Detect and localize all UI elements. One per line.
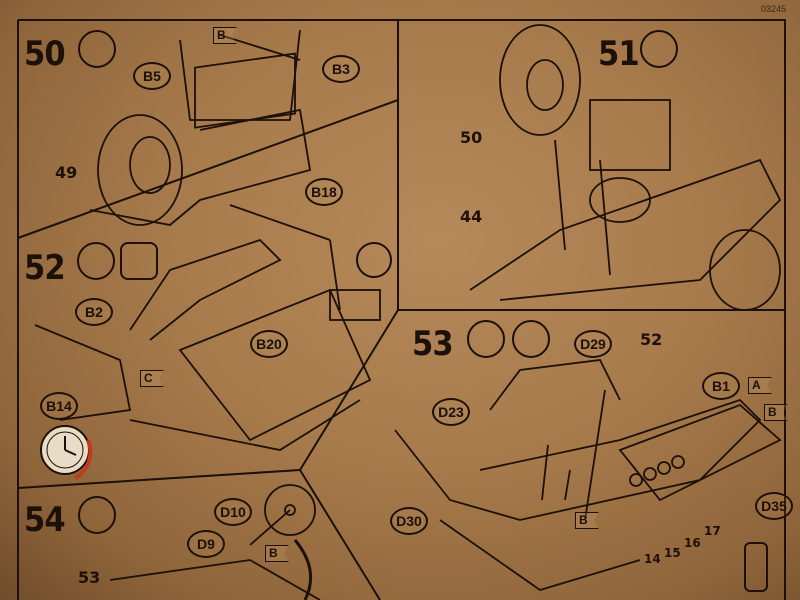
glue-icon xyxy=(467,320,505,358)
part-callout-b14: B14 xyxy=(40,392,78,420)
step-number-52: 52 xyxy=(24,248,66,288)
step50-drawing xyxy=(89,29,312,226)
part-label-53: 53 xyxy=(78,568,101,587)
paint-bottle-icon xyxy=(744,542,768,592)
glue-icon xyxy=(78,496,116,534)
part-label-44: 44 xyxy=(460,207,483,226)
part-callout-d23: D23 xyxy=(432,398,470,426)
part-callout-b20: B20 xyxy=(250,330,288,358)
step53-drawing xyxy=(394,359,782,591)
part-callout-d35: D35 xyxy=(755,492,793,520)
part-callout-d30: D30 xyxy=(390,507,428,535)
step-number-50: 50 xyxy=(24,34,66,74)
part-callout-b18: B18 xyxy=(305,178,343,206)
part-callout-b5: B5 xyxy=(133,62,171,90)
part-callout-d10: D10 xyxy=(214,498,252,526)
step51-drawing xyxy=(469,24,782,311)
do-not-glue-icon xyxy=(512,320,550,358)
step-number-54: 54 xyxy=(24,500,66,540)
part-callout-b2: B2 xyxy=(75,298,113,326)
glue-icon xyxy=(77,242,115,280)
step52-drawing xyxy=(34,204,381,451)
paint-number-14: 14 xyxy=(644,552,661,566)
glue-icon xyxy=(78,30,116,68)
part-callout-d29: D29 xyxy=(574,330,612,358)
part-label-52: 52 xyxy=(640,330,663,349)
decal-icon xyxy=(120,242,158,280)
glue-icon xyxy=(640,30,678,68)
step-number-53: 53 xyxy=(412,324,454,364)
pin-icon xyxy=(356,242,392,278)
part-callout-b1: B1 xyxy=(702,372,740,400)
part-callout-b3: B3 xyxy=(322,55,360,83)
step-number-51: 51 xyxy=(598,34,640,74)
paint-number-15: 15 xyxy=(664,546,681,560)
part-callout-d9: D9 xyxy=(187,530,225,558)
step54-drawing xyxy=(109,484,321,600)
paint-number-16: 16 xyxy=(684,536,701,550)
gauge-icon xyxy=(40,425,93,480)
document-code: 03245 xyxy=(760,4,786,14)
part-label-50: 50 xyxy=(460,128,483,147)
part-label-49: 49 xyxy=(55,163,78,182)
paint-number-17: 17 xyxy=(704,524,721,538)
